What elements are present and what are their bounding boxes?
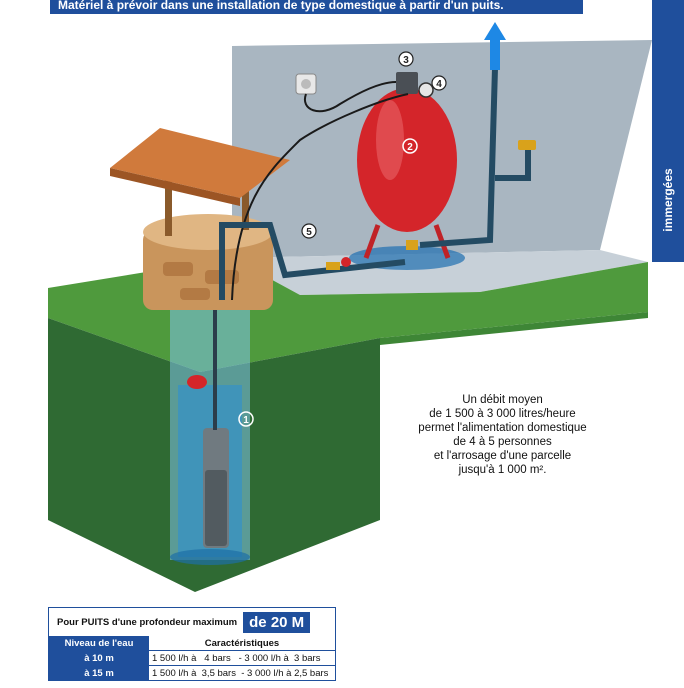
- well-roof: [110, 128, 290, 198]
- marker-2: 2: [402, 138, 418, 154]
- well-wall: [143, 230, 273, 310]
- cell-specs: 1 500 l/h à 3,5 bars - 3 000 l/h à 2,5 b…: [149, 665, 335, 680]
- supply-pipe: [219, 222, 406, 300]
- well-bottom: [170, 549, 250, 565]
- marker-1: 1: [238, 411, 254, 427]
- info-line: Un débit moyen: [462, 394, 543, 406]
- table-row: à 10 m 1 500 l/h à 4 bars - 3 000 l/h à …: [49, 650, 335, 666]
- col-header-level: Niveau de l'eau: [49, 636, 149, 651]
- pump-cable: [231, 93, 409, 301]
- svg-text:3: 3: [403, 55, 409, 66]
- cell-level: à 15 m: [49, 665, 149, 680]
- spec-table: Pour PUITS d'une profondeur maximum de 2…: [48, 607, 336, 681]
- spec-heading-text: Pour PUITS d'une profondeur maximum: [57, 616, 238, 628]
- table-row: à 15 m 1 500 l/h à 3,5 bars - 3 000 l/h …: [49, 665, 335, 680]
- marker-5: 5: [301, 223, 317, 239]
- ground-side: [380, 312, 648, 345]
- power-cable: [303, 81, 397, 113]
- outlet-pipe: [419, 67, 498, 248]
- outlet-arrow: [484, 22, 506, 40]
- page-title: Matériel à prévoir dans une installation…: [50, 0, 583, 14]
- pump-motor: [205, 470, 227, 546]
- svg-text:4: 4: [436, 79, 442, 90]
- info-line: et l'arrosage d'une parcelle: [433, 450, 572, 462]
- tap: [518, 140, 536, 150]
- cell-level: à 10 m: [49, 650, 149, 666]
- tap-pipe: [495, 148, 531, 181]
- info-line: de 4 à 5 personnes: [453, 436, 552, 448]
- svg-text:1: 1: [243, 415, 249, 426]
- marker-3: 3: [398, 51, 414, 67]
- col-header-specs: Caractéristiques: [204, 637, 280, 649]
- float-switch: [187, 375, 207, 389]
- installation-diagram: 1 2 3 4 5: [48, 22, 652, 592]
- svg-text:5: 5: [306, 227, 312, 238]
- flow-info-text: Un débit moyen de 1 500 à 3 000 litres/h…: [395, 393, 610, 477]
- pressure-gauge: [418, 82, 434, 98]
- marker-4: 4: [431, 75, 447, 91]
- floor-slab: [232, 250, 648, 295]
- svg-text:2: 2: [407, 142, 413, 153]
- spec-heading: Pour PUITS d'une profondeur maximum de 2…: [49, 608, 335, 636]
- info-line: permet l'alimentation domestique: [418, 422, 587, 434]
- info-line: jusqu'à 1 000 m².: [458, 464, 547, 476]
- pressure-tank: [357, 88, 457, 232]
- max-depth-badge: de 20 M: [243, 611, 311, 633]
- cell-specs: 1 500 l/h à 4 bars - 3 000 l/h à 3 bars: [149, 650, 335, 666]
- info-line: de 1 500 à 3 000 litres/heure: [429, 408, 576, 420]
- pressure-switch: [396, 72, 418, 94]
- section-tab: immergées: [652, 0, 684, 262]
